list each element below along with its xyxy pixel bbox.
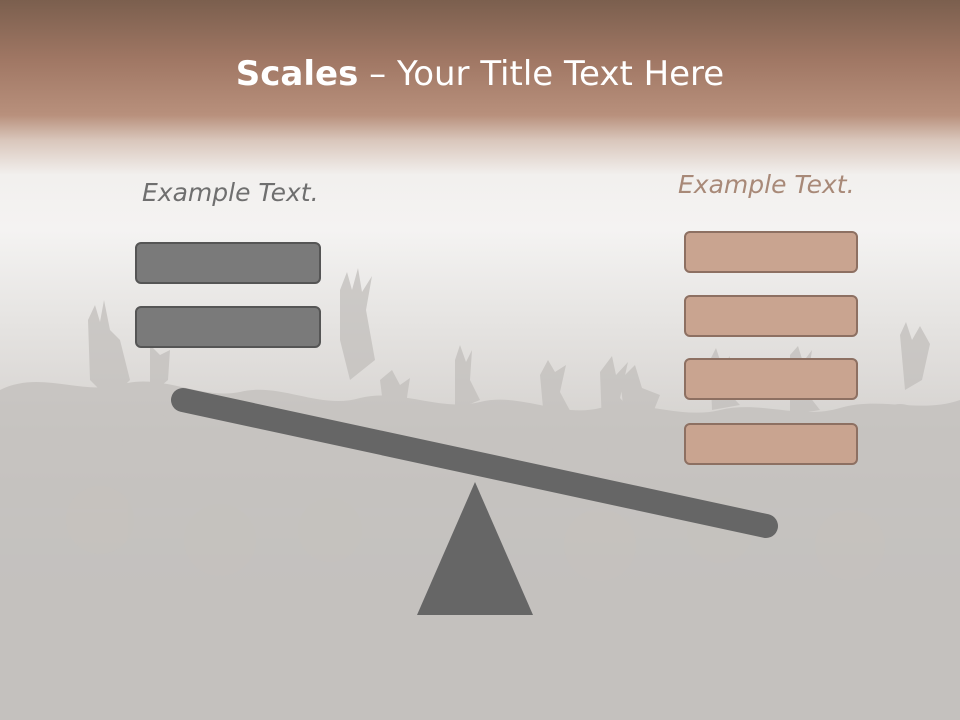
title-strong: Scales: [235, 54, 359, 94]
right-text-box-4: [684, 423, 858, 465]
slide-title: Scales – Your Title Text Here: [0, 50, 960, 98]
scale-fulcrum: [417, 482, 533, 615]
left-text-box-1: [135, 242, 321, 284]
right-text-box-3: [684, 358, 858, 400]
right-example-label: Example Text.: [678, 170, 855, 199]
left-example-label: Example Text.: [142, 178, 319, 207]
scale-beam: [171, 388, 778, 538]
right-text-box-2: [684, 295, 858, 337]
title-rest: – Your Title Text Here: [358, 54, 725, 94]
left-text-box-2: [135, 306, 321, 348]
right-text-box-1: [684, 231, 858, 273]
